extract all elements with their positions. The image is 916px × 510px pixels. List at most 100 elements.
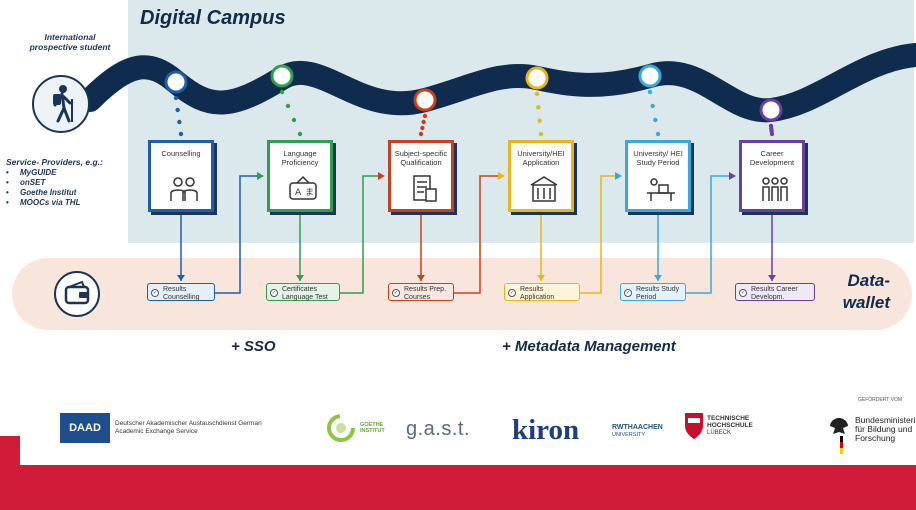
journey-node: [638, 64, 662, 88]
wallet-icon: [54, 271, 100, 317]
provider-item: MyGUIDE: [6, 168, 80, 178]
journey-node: [525, 66, 549, 90]
footer-red-bar: [0, 465, 916, 510]
daad-logo-text: Deutscher Akademischer Austauschdienst G…: [115, 420, 262, 435]
step-card: University/ HEI Study Period: [625, 140, 691, 212]
funded-by-label: GEFÖRDERT VOM: [858, 397, 902, 403]
th-luebeck-logo-sub: LÜBECK: [707, 430, 732, 436]
result-box: ✓ Certificates Language Test: [266, 283, 340, 301]
th-luebeck-shield-icon: [685, 413, 703, 439]
connector-dot: [173, 95, 179, 101]
check-icon: ✓: [151, 289, 159, 297]
result-box: ✓ Results Prep. Courses: [388, 283, 454, 301]
rwth-logo-sub: UNIVERSITY: [612, 432, 646, 438]
data-wallet-label: Data-wallet: [842, 271, 890, 312]
connector-dot: [422, 113, 428, 119]
result-label: Certificates Language Test: [282, 286, 328, 301]
connector-dot: [175, 107, 180, 113]
check-icon: ✓: [270, 289, 278, 297]
connector-dot: [178, 131, 184, 137]
result-label: Results Prep. Courses: [404, 286, 447, 301]
result-to-next-step-line: [215, 175, 258, 294]
result-label: Results Application: [520, 286, 555, 301]
step-card: Subject-specific Qualification: [388, 140, 454, 212]
arrow-head: [296, 275, 304, 281]
connector-dot: [538, 131, 544, 137]
arrow-head: [615, 172, 622, 180]
result-label: Results Career Developm.: [751, 286, 798, 301]
goethe-logo-icon: [327, 414, 355, 442]
arrow-head: [537, 275, 545, 281]
check-icon: ✓: [508, 289, 516, 297]
daad-logo: DAAD: [60, 413, 110, 443]
step-card: Counselling: [148, 140, 214, 212]
result-label: Results Study Period: [636, 286, 680, 301]
step-label: Language Proficiency: [281, 149, 319, 167]
check-icon: ✓: [392, 289, 400, 297]
connector-dot: [279, 89, 285, 95]
connector-dot: [655, 131, 661, 137]
arrow-head: [378, 172, 385, 180]
metadata-management-label: + Metadata Management: [502, 338, 676, 355]
provider-item: Goethe Institut: [6, 188, 80, 198]
student-label: International prospective student: [29, 32, 111, 52]
result-to-next-step-line: [686, 175, 730, 294]
arrow-head: [417, 275, 425, 281]
arrow-head: [654, 275, 662, 281]
result-to-next-step-line: [580, 175, 616, 294]
svg-text:ま: ま: [305, 187, 314, 198]
service-providers-title: Service- Providers, e.g.:: [6, 157, 103, 167]
provider-item: onSET: [6, 178, 80, 188]
footer-red-notch: [0, 436, 20, 465]
result-to-next-step-line: [454, 175, 499, 294]
connector-dot: [769, 131, 775, 137]
connector-dot: [420, 125, 425, 131]
diagram-title: Digital Campus: [140, 7, 286, 29]
step-label: Subject-specific Qualification: [394, 149, 448, 167]
connector-dot: [537, 118, 542, 123]
journey-node: [270, 64, 294, 88]
check-icon: ✓: [624, 289, 632, 297]
connector-dot: [653, 117, 658, 123]
connector-dot: [534, 91, 540, 97]
result-box: ✓ Results Study Period: [620, 283, 686, 301]
step-label: University/ HEI Study Period: [633, 149, 683, 167]
result-box: ✓ Results Counselling: [147, 283, 215, 301]
connector-dot: [291, 117, 297, 123]
result-to-next-step-line: [340, 175, 379, 294]
journey-node: [759, 98, 783, 122]
journey-node: [413, 88, 437, 112]
step-card: Career Development: [739, 140, 805, 212]
result-label: Results Counselling: [163, 286, 200, 301]
arrow-head: [768, 275, 776, 281]
svg-text:A: A: [295, 188, 302, 198]
student-hiker-icon: [32, 75, 90, 133]
result-box: ✓Results Career Developm.: [735, 283, 815, 301]
kiron-logo: kiron: [512, 414, 580, 446]
step-card: University/HEI Application: [508, 140, 574, 212]
step-label: Counselling: [161, 149, 201, 158]
connector-dot: [297, 131, 303, 137]
arrow-head: [729, 172, 736, 180]
connector-dot: [536, 105, 541, 110]
connector-dot: [647, 89, 653, 95]
journey-node: [164, 70, 188, 94]
connector-dot: [421, 119, 426, 125]
arrow-head: [257, 172, 264, 180]
sso-label: + SSO: [231, 338, 276, 355]
arrow-head: [498, 172, 505, 180]
arrow-head: [177, 275, 185, 281]
bmbf-logo: Bundesministerium für Bildung und Forsch…: [855, 415, 916, 443]
connector-dot: [285, 103, 291, 109]
connector-dot: [177, 119, 182, 125]
connector-dot: [650, 103, 655, 109]
connector-dot: [418, 131, 424, 137]
provider-item: MOOCs via THL: [6, 198, 80, 208]
step-label: Career Development: [749, 149, 795, 167]
journey-path: [78, 43, 916, 123]
service-providers-list: MyGUIDE onSET Goethe Institut MOOCs via …: [6, 168, 80, 208]
th-luebeck-logo: TECHNISCHE HOCHSCHULE: [707, 415, 753, 429]
step-label: University/HEI Application: [517, 149, 565, 167]
